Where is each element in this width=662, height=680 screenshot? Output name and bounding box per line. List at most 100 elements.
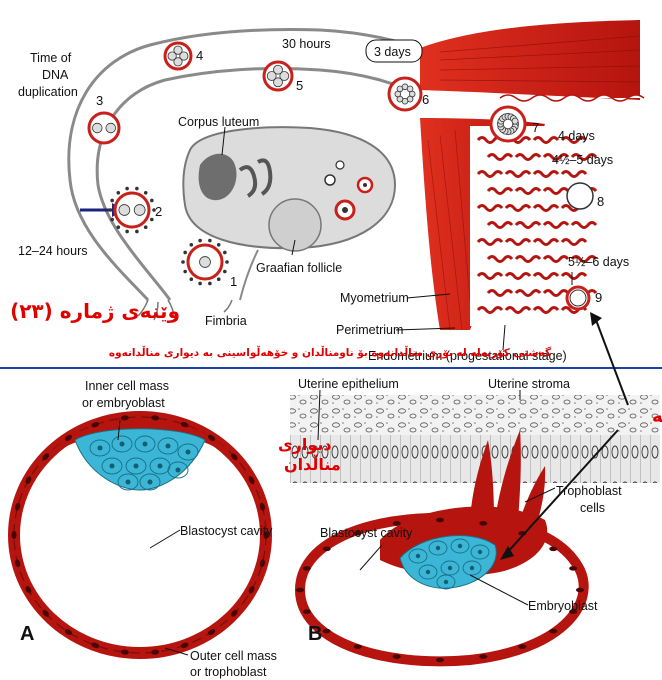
corona-cell <box>198 282 202 286</box>
panel-label-a: A <box>20 623 34 645</box>
kurdish-caption: گەشتی کۆرپەلە لە بۆری مناڵدانەوە بۆ ناوم… <box>109 346 552 359</box>
stage-9-number: 9 <box>595 290 602 305</box>
label-graafian-follicle: Graafian follicle <box>256 261 342 275</box>
embryo-arrow-up-line <box>596 320 628 405</box>
embryoblast-nucleus <box>120 442 125 447</box>
corona-cell <box>135 187 139 191</box>
stage-7-blastomere <box>512 118 518 124</box>
stage-3-embryo: 3 <box>89 93 119 143</box>
label-time-of: Time of <box>30 51 72 65</box>
stage-5-blastomere <box>274 65 283 74</box>
label-myometrium: Myometrium <box>340 291 409 305</box>
embryoblast-nucleus <box>478 550 482 554</box>
corona-cell <box>125 187 129 191</box>
trophoblast-nucleus <box>296 588 304 593</box>
trophoblast-nucleus <box>549 629 557 634</box>
label-trophoblast-a: or trophoblast <box>190 665 267 679</box>
label-duplication: duplication <box>18 85 78 99</box>
embryoblast-nucleus <box>448 566 452 570</box>
stage-1-embryo: 1 <box>181 239 237 289</box>
label-trophoblast: Trophoblast <box>556 484 622 498</box>
graafian-follicle <box>269 199 321 251</box>
label-30-hours: 30 hours <box>282 37 331 51</box>
kurdish-uterus-wall-line2: مناڵدان <box>284 454 341 474</box>
stage-7-number: 7 <box>532 120 539 135</box>
label-dna: DNA <box>42 68 69 82</box>
label-5-6-days: 5½–6 days <box>568 255 629 269</box>
embryoblast-nucleus <box>436 546 440 550</box>
label-uterine-stroma: Uterine stroma <box>488 377 570 391</box>
stage-8-embryo: 8 <box>567 183 604 209</box>
embryoblast-nucleus <box>134 464 139 469</box>
corona-cell <box>217 243 221 247</box>
corona-cell <box>110 218 114 222</box>
uterine-stroma <box>290 395 660 435</box>
kurdish-uterus-wall-line1: دیواری <box>278 435 332 454</box>
label-perimetrium: Perimetrium <box>336 323 403 337</box>
stage-1-blastomere <box>200 257 211 268</box>
label-4-days: 4 days <box>558 129 595 143</box>
stage-3-blastomere <box>92 123 102 133</box>
stage-8-zona <box>567 183 593 209</box>
corona-cell <box>198 239 202 243</box>
embryoblast-nucleus <box>416 554 420 558</box>
panel-label-b: B <box>308 623 322 645</box>
corona-cell <box>125 230 129 234</box>
embryoblast-nucleus <box>444 580 448 584</box>
embryoblast-nucleus <box>166 444 171 449</box>
embryoblast-nucleus <box>426 570 430 574</box>
corona-cell <box>150 199 154 203</box>
label-blastocyst-cavity-a: Blastocyst cavity <box>180 524 273 538</box>
corona-cell <box>183 270 187 274</box>
embryoblast-nucleus <box>98 446 103 451</box>
corona-cell <box>189 277 193 281</box>
embryoblast-nucleus <box>126 480 131 485</box>
stage-4-embryo: 4 <box>165 43 203 69</box>
corona-cell <box>144 191 148 195</box>
corona-cell <box>116 191 120 195</box>
trophoblast-nucleus <box>436 518 444 523</box>
corona-cell <box>144 225 148 229</box>
corona-cell <box>110 199 114 203</box>
stage-5-number: 5 <box>296 78 303 93</box>
label-corpus-luteum: Corpus luteum <box>178 115 259 129</box>
stage-9-embryo: 9 <box>567 287 602 309</box>
stage-6-number: 6 <box>422 92 429 107</box>
label-inner-cell-mass: Inner cell mass <box>85 379 169 393</box>
trophoblast-nucleus <box>323 547 331 552</box>
corona-cell <box>225 260 229 264</box>
trophoblast-nucleus <box>303 566 311 571</box>
stage-6-zona <box>389 78 421 110</box>
corona-cell <box>135 230 139 234</box>
stage-7-zona <box>491 107 525 141</box>
label-3-days: 3 days <box>374 45 411 59</box>
trophoblast-nucleus <box>549 547 557 552</box>
stage-8-number: 8 <box>597 194 604 209</box>
embryoblast-nucleus <box>186 450 191 455</box>
kurdish-figure-title: وێنەی ژمارە (٢٣) <box>10 299 180 323</box>
stage-6-blastomere <box>407 86 413 92</box>
label-uterine-epithelium: Uterine epithelium <box>298 377 399 391</box>
label-trophoblast-cells: cells <box>580 501 605 515</box>
trophoblast-nucleus <box>12 531 17 539</box>
corona-cell <box>183 251 187 255</box>
embryoblast-nucleus <box>110 464 115 469</box>
corona-cell <box>189 243 193 247</box>
label-embryoblast-a: or embryoblast <box>82 396 165 410</box>
corona-cell <box>217 277 221 281</box>
embryoblast-nucleus <box>458 544 462 548</box>
top-diagram: 123456789 Time of DNA duplication 12–24 … <box>10 20 644 363</box>
trophoblast-nucleus <box>518 644 526 649</box>
corona-cell <box>150 218 154 222</box>
stage-3-blastomere <box>106 123 116 133</box>
trophoblast-nucleus <box>569 566 577 571</box>
corona-cell <box>116 225 120 229</box>
embryoblast-nucleus <box>176 468 181 473</box>
trophoblast-nucleus <box>303 609 311 614</box>
uterine-epithelium <box>290 435 660 483</box>
trophoblast-nucleus <box>576 588 584 593</box>
corona-cell <box>108 208 112 212</box>
trophoblast-nucleus <box>479 521 487 526</box>
embryo-arrow-up-head <box>590 312 602 326</box>
